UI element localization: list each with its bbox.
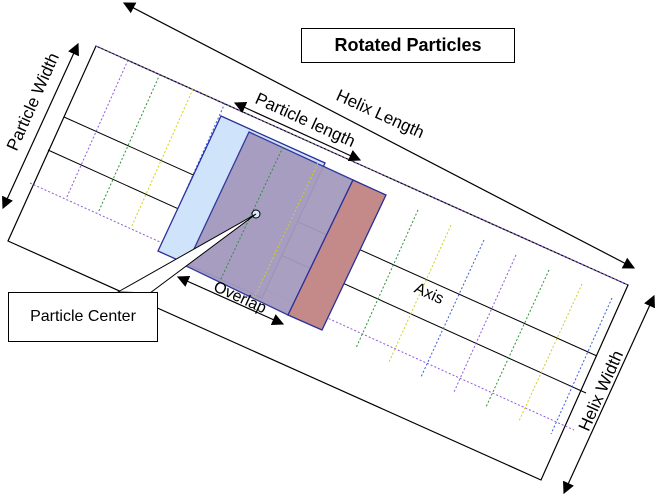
particle-length-arrow — [233, 102, 362, 161]
particle-center-callout: Particle Center — [8, 292, 158, 342]
band-bottom-dashed — [29, 182, 575, 431]
cross-dash-1 — [65, 59, 129, 200]
helix-width-arrow — [563, 294, 655, 495]
diagram-title: Rotated Particles — [334, 35, 482, 55]
helix-length-arrow — [122, 2, 636, 269]
cross-dash-8 — [453, 254, 517, 393]
overlap-arrow — [176, 275, 285, 326]
particle-width-arrow — [2, 42, 79, 210]
title-box: Rotated Particles — [301, 28, 515, 63]
particle-center-label: Particle Center — [30, 308, 136, 325]
cross-dash-9 — [485, 269, 550, 408]
